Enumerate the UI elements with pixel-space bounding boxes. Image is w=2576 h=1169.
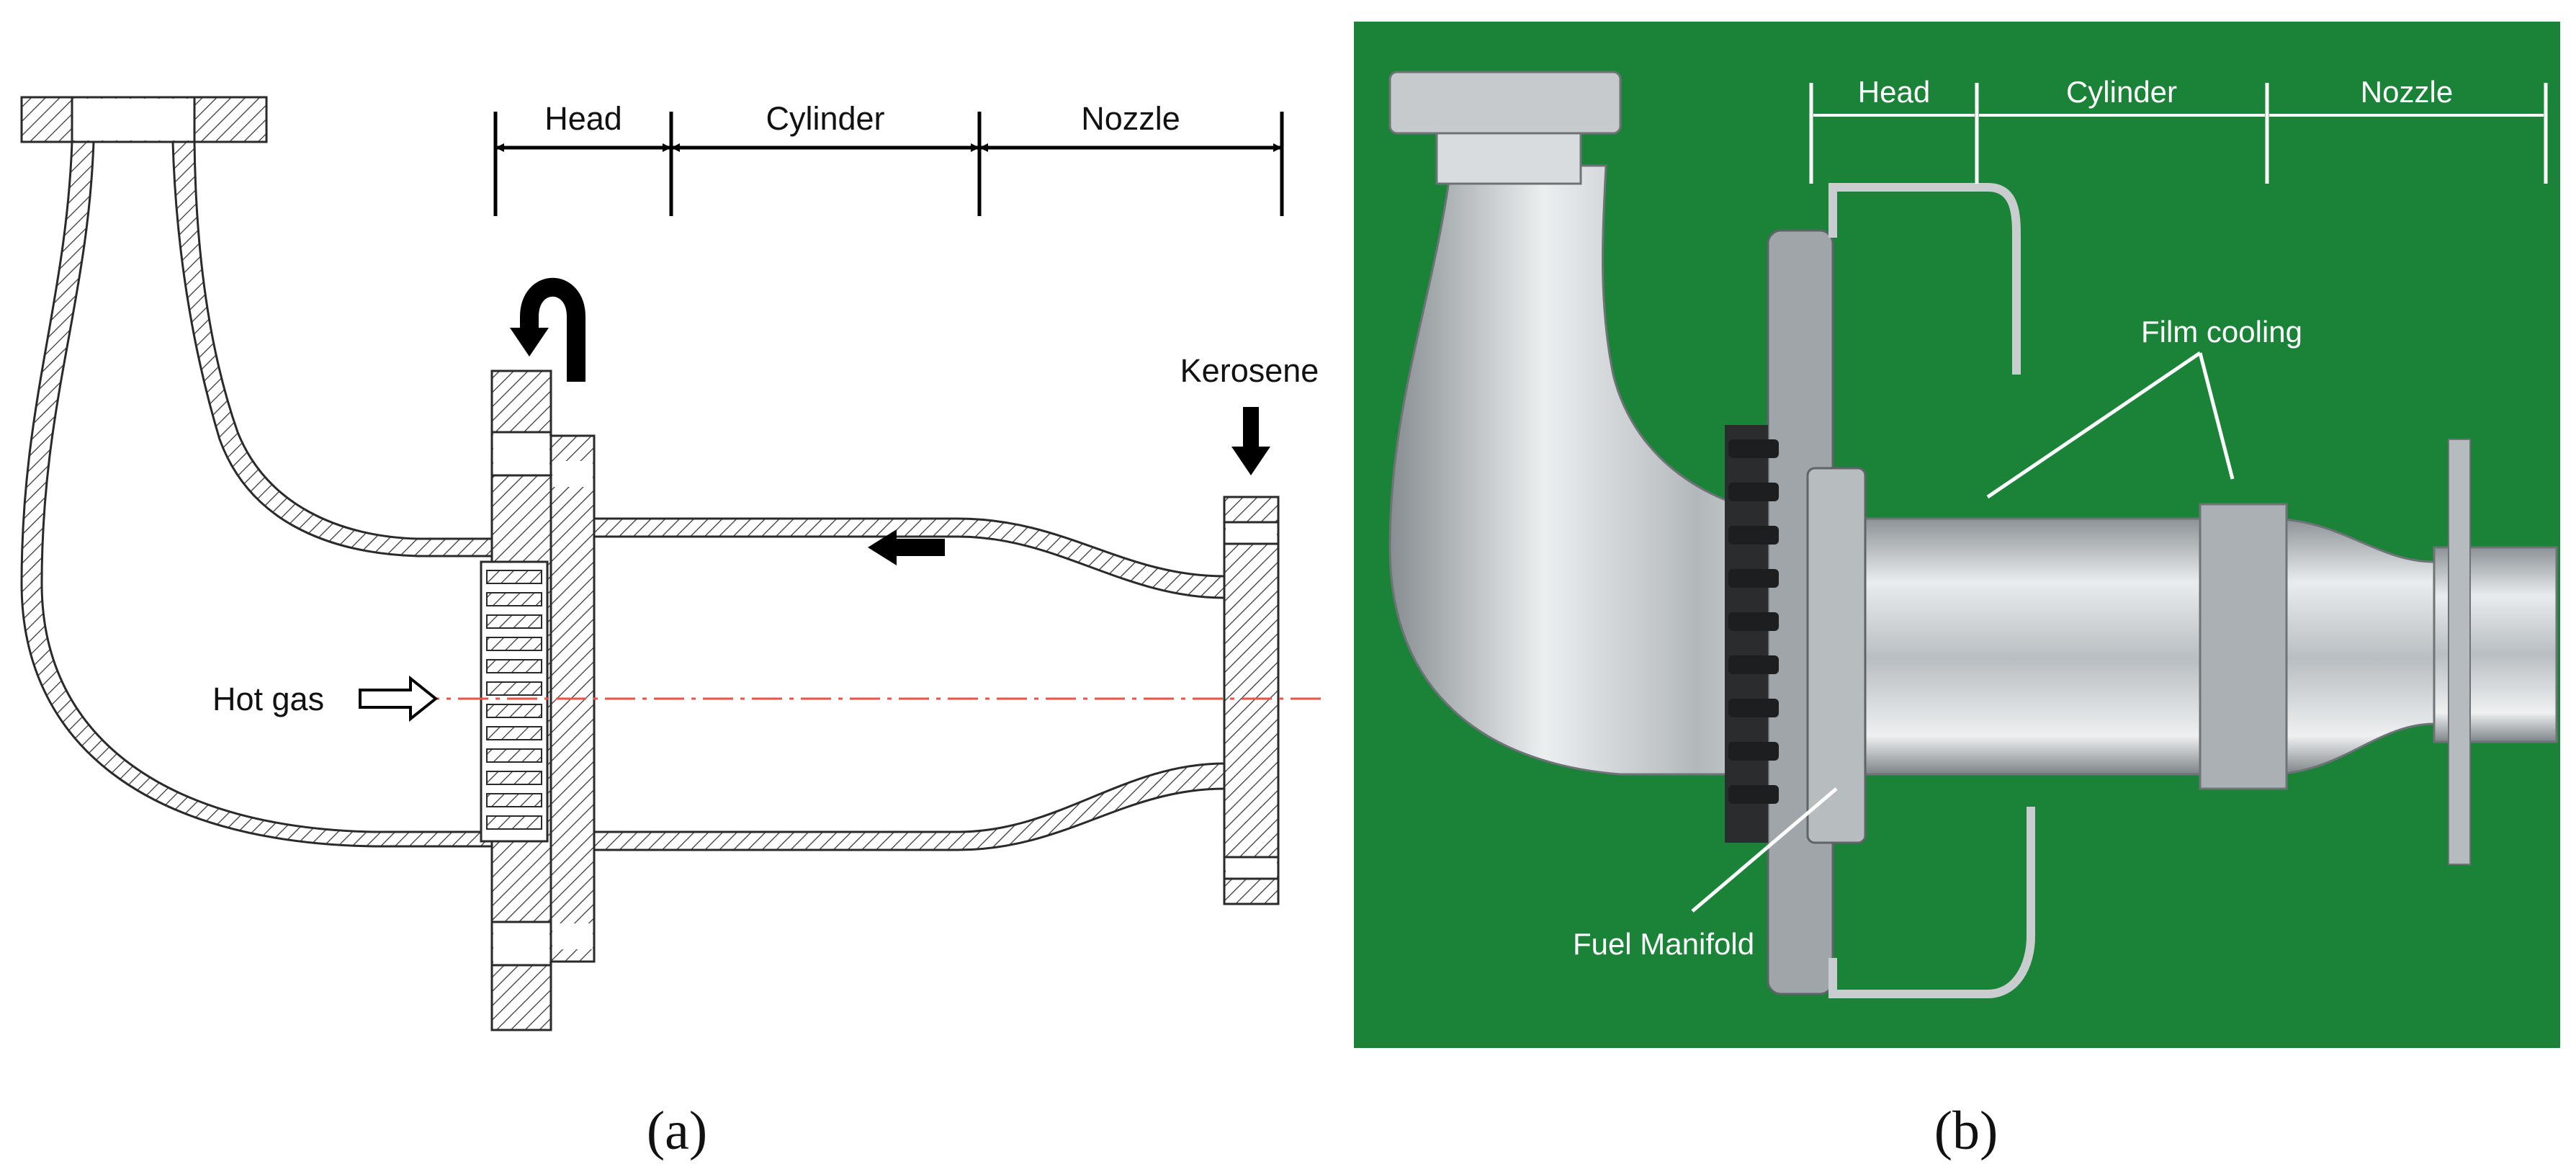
kerosene-arrow: [1231, 407, 1270, 475]
manifold-bolt: [1728, 569, 1779, 588]
manifold-bolt: [1728, 439, 1779, 458]
injector-element: [486, 681, 542, 696]
injector-element: [486, 748, 542, 763]
caption-b: (b): [1934, 1101, 1998, 1161]
label-nozzle-b: Nozzle: [2361, 75, 2453, 109]
label-head-b: Head: [1858, 75, 1930, 109]
section-dimensions-a: [493, 112, 1284, 216]
injector-element: [486, 614, 542, 629]
injector-element: [486, 726, 542, 740]
caption-a: (a): [647, 1101, 707, 1161]
coolant-flow-arrow: [868, 529, 945, 565]
manifold-bolt: [1728, 742, 1779, 761]
chamber-wall-bottom: [593, 762, 1226, 851]
nozzle-flange: [1223, 496, 1280, 905]
label-cylinder-a: Cylinder: [766, 100, 884, 137]
photo-head: [1725, 183, 2035, 998]
manifold-bolt: [1728, 785, 1779, 804]
manifold-bolt: [1728, 612, 1779, 631]
return-flow-arrow: [510, 277, 585, 382]
inlet-flange: [20, 96, 268, 143]
manifold-bolt: [1728, 483, 1779, 501]
injector-element: [486, 637, 542, 651]
injector-element: [486, 704, 542, 718]
photo-combustor: [1828, 439, 2558, 865]
label-head-a: Head: [544, 100, 622, 137]
injector-element: [486, 815, 542, 830]
elbow-wall-inner: [171, 140, 498, 557]
label-nozzle-a: Nozzle: [1081, 100, 1180, 137]
fuel-manifold-callout: [1691, 787, 1838, 913]
label-fuel-manifold: Fuel Manifold: [1573, 927, 1754, 961]
panel-b-photo: Head Cylinder Nozzle Film cooling Fuel M…: [1354, 22, 2560, 1048]
hot-gas-arrow: [359, 675, 439, 722]
manifold-bolt: [1728, 699, 1779, 717]
injector-element: [486, 592, 542, 606]
section-dimensions-b: [1809, 83, 2548, 184]
label-kerosene: Kerosene: [1180, 352, 1319, 389]
manifold-bolt: [1728, 526, 1779, 545]
injector-element: [486, 570, 542, 584]
label-cylinder-b: Cylinder: [2066, 75, 2177, 109]
injector-element: [486, 771, 542, 785]
chamber-wall-top: [593, 517, 1226, 599]
panel-a-diagram: Head Cylinder Nozzle Kerosene Hot gas: [20, 96, 1321, 1031]
photo-elbow: [1388, 71, 1831, 776]
label-film-cooling: Film cooling: [2141, 315, 2302, 349]
manifold-bolt: [1728, 655, 1779, 674]
injector-elements: [480, 560, 549, 843]
injector-element: [486, 659, 542, 673]
film-cooling-callout: [1986, 351, 2235, 499]
injector-element: [486, 793, 542, 807]
label-hot-gas: Hot gas: [212, 681, 324, 717]
